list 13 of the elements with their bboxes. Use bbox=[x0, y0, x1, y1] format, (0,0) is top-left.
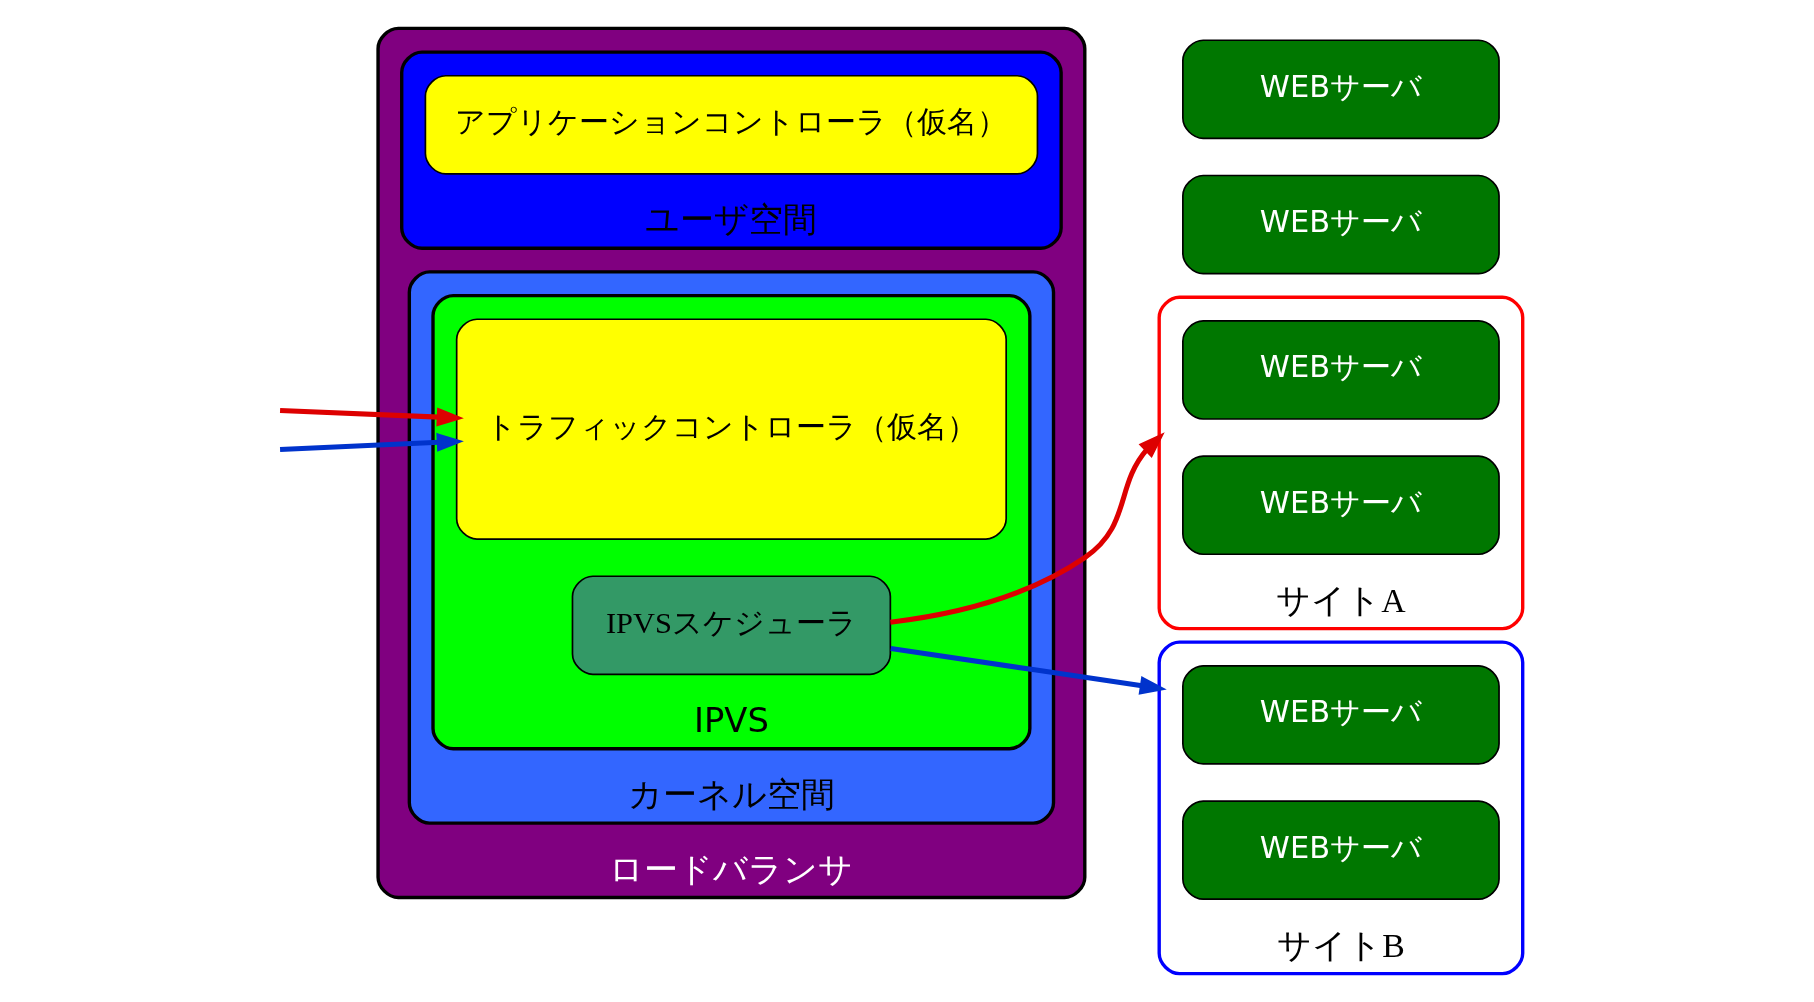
arrow bbox=[279, 407, 464, 427]
node-box: WEBサーバ bbox=[1181, 665, 1500, 765]
node-box: IPVSスケジューラ bbox=[571, 575, 891, 676]
node-box: アプリケーションコントローラ（仮名） bbox=[424, 74, 1038, 175]
arrow bbox=[279, 432, 464, 452]
node-box: トラフィックコントローラ（仮名） bbox=[455, 318, 1007, 540]
arrow bbox=[889, 646, 1167, 695]
arrow bbox=[889, 432, 1165, 625]
node-box: WEBサーバ bbox=[1181, 39, 1500, 140]
node-box: WEBサーバ bbox=[1181, 800, 1500, 901]
node-box: WEBサーバ bbox=[1181, 455, 1500, 556]
node-box: WEBサーバ bbox=[1181, 174, 1500, 275]
node-box: WEBサーバ bbox=[1181, 320, 1500, 420]
